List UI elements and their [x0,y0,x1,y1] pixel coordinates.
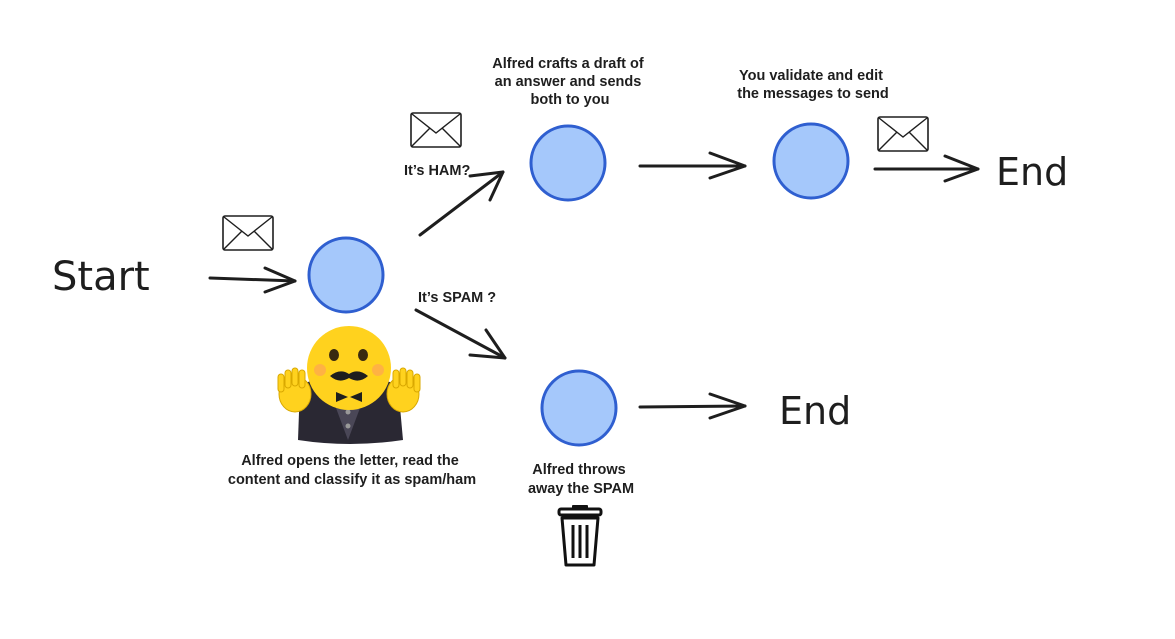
throw-away-caption: Alfred throws away the SPAM [528,462,634,497]
arrow-throw-to-end [638,392,747,420]
arrow-spam [414,308,507,360]
arrow-start-to-classify [208,266,297,294]
spam-edge-label: It’s SPAM ? [418,290,496,306]
draft-caption: Alfred crafts a draft of an answer and s… [492,56,648,108]
end-top-label: End [996,150,1068,194]
validate-node [772,122,850,200]
butler-mascot-icon [277,326,421,444]
arrow-validate-to-end [873,154,980,183]
arrow-ham [418,170,505,237]
trash-icon [557,505,603,567]
envelope-icon [410,112,462,148]
end-bottom-label: End [779,389,851,433]
classify-caption: Alfred opens the letter, read the conten… [228,453,476,488]
ham-edge-label: It’s HAM? [404,163,470,179]
classify-node [307,236,385,314]
envelope-icon [222,215,274,251]
throw-away-node [540,369,618,447]
validate-caption: You validate and edit the messages to se… [737,68,889,102]
arrow-draft-to-validate [638,151,747,180]
start-label: Start [52,254,150,300]
draft-node [529,124,607,202]
envelope-icon [877,116,929,152]
